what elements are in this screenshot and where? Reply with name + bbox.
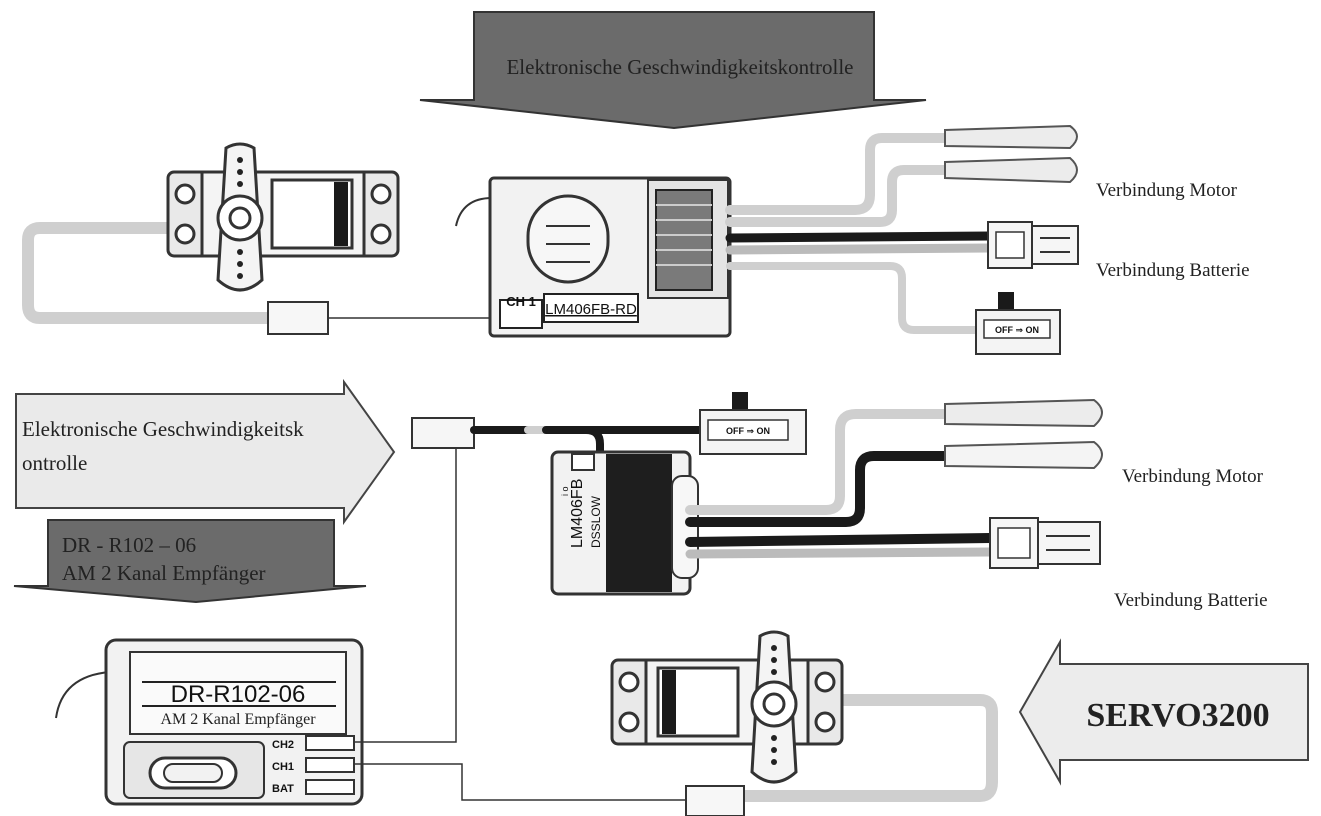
esc-top-model-box [543, 293, 639, 323]
receiver-ch1-wire [354, 763, 686, 801]
motor-label-bottom: Verbindung Motor [1122, 466, 1264, 487]
receiver-housing [104, 638, 364, 806]
receiver-arrow-label-2: AM 2 Kanal Empfänger [62, 561, 266, 585]
servo-arrow-label: SERVO3200 [1086, 697, 1269, 734]
esc-bottom-arrow-label-2: ontrolle [22, 451, 87, 475]
esc-bottom-motor-wire-gray [685, 409, 950, 515]
esc-bottom-plug [411, 417, 475, 449]
servo-bottom-cable [714, 694, 998, 802]
battery-label-bottom: Verbindung Batterie [1114, 590, 1268, 611]
motor-plug-bottom-1 [944, 398, 1103, 428]
receiver-model-label: DR-R102-06 [171, 681, 306, 708]
esc-top-arrow [419, 11, 927, 130]
receiver-arrow [13, 519, 367, 604]
switch-bottom[interactable] [699, 392, 807, 455]
servo-bottom-horn [750, 630, 798, 784]
servo-top-horn [216, 142, 264, 292]
receiver-antenna [55, 671, 111, 719]
esc-top-arrow-label: Elektronische Geschwindigkeitskontrolle [506, 55, 853, 79]
servo-arrow [1018, 638, 1309, 786]
esc-top-switch-wire [726, 262, 979, 334]
servo-top-cable [22, 222, 276, 324]
esc-bottom-battery-wire-gray [685, 547, 995, 559]
esc-top-battery-wire-gray [725, 243, 995, 255]
esc-bottom-model-label: LM406FB [569, 479, 586, 548]
servo-top [166, 170, 400, 258]
receiver-port-ch2: CH2 [272, 739, 294, 751]
battery-connector-bottom [989, 517, 1101, 569]
esc-bottom-switch-wire [542, 426, 704, 466]
servo-bottom [610, 658, 844, 746]
battery-connector-top [987, 221, 1079, 269]
esc-bottom-motor-wire-black [685, 451, 950, 527]
esc-bottom-arrow-label-1: Elektronische Geschwindigkeitsk [22, 417, 304, 441]
receiver-subtitle: AM 2 Kanal Empfänger [160, 711, 316, 728]
receiver-ports [305, 735, 355, 795]
esc-top-ch1-label: CH 1 [506, 294, 536, 309]
servo-bottom-plug [685, 785, 745, 816]
switch-bottom-label: OFF ⇒ ON [726, 426, 770, 436]
motor-plug-top-2 [944, 156, 1078, 184]
esc-bottom-small-label: i o [560, 486, 570, 496]
servo-top-plug [267, 301, 329, 335]
motor-label-top: Verbindung Motor [1096, 180, 1238, 201]
switch-top[interactable] [975, 292, 1061, 355]
esc-top-battery-wire-black [725, 231, 995, 243]
receiver-ch2-wire [354, 446, 457, 743]
esc-bottom-battery-wire-black [685, 533, 995, 547]
receiver-port-bat: BAT [272, 783, 294, 795]
esc-top-motor-wire-2 [725, 165, 950, 227]
esc-bottom-arrow [15, 378, 396, 526]
esc-top-model-label: LM406FB-RD [545, 301, 637, 318]
esc-top-ch1-port [499, 299, 543, 329]
switch-top-label: OFF ⇒ ON [995, 325, 1039, 335]
motor-plug-bottom-2 [944, 440, 1103, 470]
battery-label-top: Verbindung Batterie [1096, 260, 1250, 281]
esc-top-motor-wire-1 [725, 133, 950, 215]
receiver-arrow-label-1: DR - R102 – 06 [62, 533, 196, 557]
esc-top-antenna [455, 197, 493, 227]
motor-plug-top-1 [944, 124, 1078, 150]
esc-bottom-brand-label: DSSLOW [589, 495, 603, 548]
receiver-port-ch1: CH1 [272, 761, 294, 773]
